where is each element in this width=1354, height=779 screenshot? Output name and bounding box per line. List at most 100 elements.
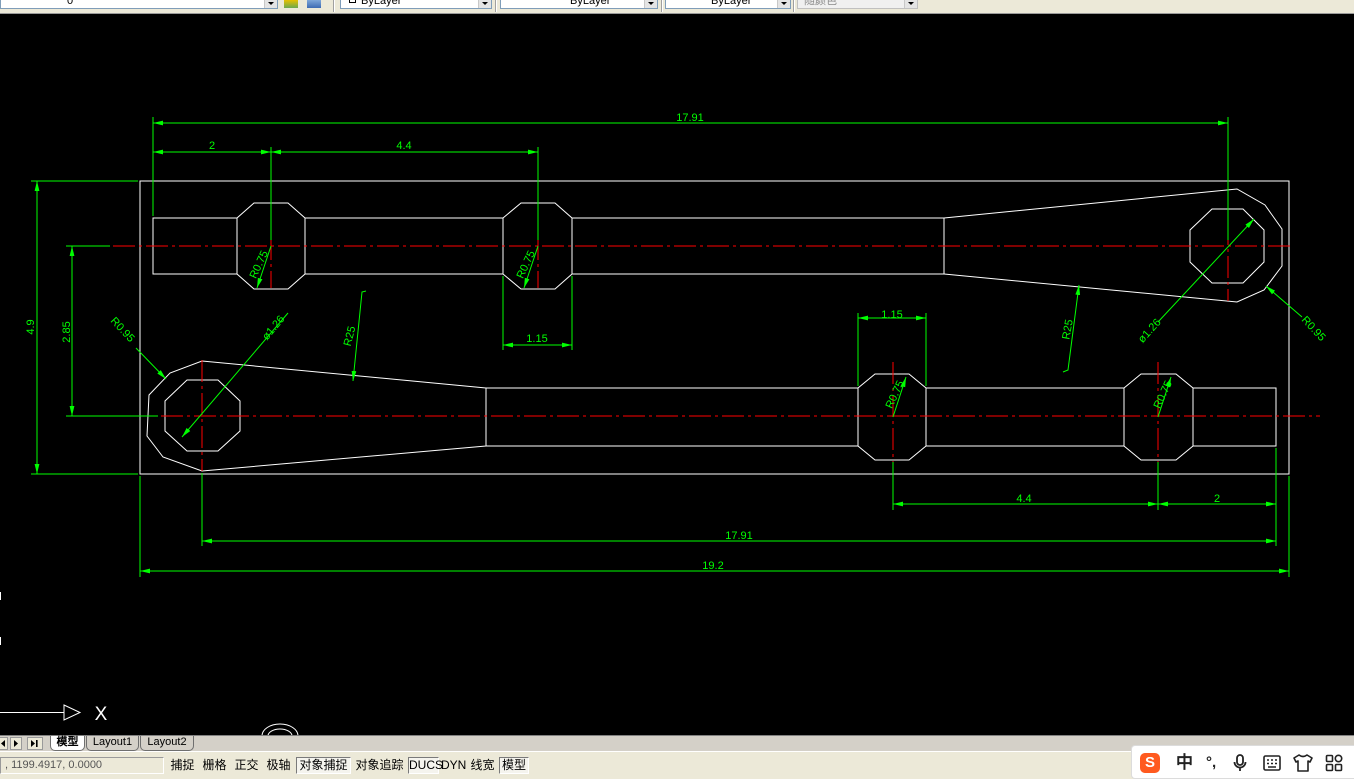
lower-rod-1[interactable]: [486, 387, 858, 447]
ucs-icon: X: [0, 592, 108, 725]
color-swatch: [349, 0, 356, 3]
grid-toggle[interactable]: 栅格: [202, 758, 227, 772]
lower-joint-1[interactable]: [857, 373, 927, 461]
model-space-toggle[interactable]: 模型: [499, 757, 529, 774]
lower-joint-2[interactable]: [1123, 373, 1194, 461]
dim-text-bottom-offset[interactable]: 2: [1214, 493, 1220, 505]
polar-toggle[interactable]: 极轴: [266, 758, 291, 772]
layer-states-icon[interactable]: [307, 0, 321, 8]
dim-text-right-taper-radius[interactable]: R25: [1060, 318, 1075, 340]
dim-text-lower-joint-width[interactable]: 1.15: [881, 309, 902, 321]
skin-shirt-icon[interactable]: [1292, 753, 1314, 773]
layout-tab-bar: 模型 Layout1 Layout2: [0, 735, 1354, 751]
snap-toggle[interactable]: 捕捉: [170, 758, 195, 772]
dim-text-left-outer-radius[interactable]: R0.95: [108, 315, 137, 345]
chevron-down-icon[interactable]: [644, 0, 657, 8]
part-geometry[interactable]: [139, 180, 1290, 475]
ducs-toggle[interactable]: DUCS: [408, 757, 444, 774]
leader-right-outer-radius: [1265, 285, 1303, 318]
dim-text-center-distance[interactable]: 2.85: [61, 321, 73, 342]
osnap-toggle[interactable]: 对象捕捉: [296, 757, 351, 774]
leader-right-taper-radius: [1062, 284, 1081, 373]
tab-model[interactable]: 模型: [50, 736, 85, 751]
dim-text-top-pitch[interactable]: 4.4: [396, 140, 411, 152]
dyn-toggle[interactable]: DYN: [441, 758, 467, 772]
tab-layout1[interactable]: Layout1: [86, 736, 139, 751]
leader-upper-joint-1-radius: [256, 245, 272, 289]
lower-rod-2[interactable]: [926, 387, 1124, 447]
partial-marker-icon: [261, 723, 299, 735]
dim-text-upper-joint-2-radius[interactable]: R0.75: [515, 249, 538, 281]
center-lines[interactable]: [113, 190, 1320, 471]
leader-left-outer-radius: [135, 347, 167, 380]
ortho-toggle[interactable]: 正交: [234, 758, 259, 772]
color-dropdown[interactable]: ByLayer: [340, 0, 492, 9]
ime-punctuation-mode[interactable]: °,: [1206, 754, 1217, 771]
otrack-toggle[interactable]: 对象追踪: [355, 758, 404, 772]
dim-text-lower-joint-1-radius[interactable]: R0.75: [884, 379, 907, 411]
layer-name: 0: [67, 0, 74, 7]
leader-lower-joint-1-radius: [892, 376, 907, 418]
linetype-dropdown[interactable]: ByLayer: [500, 0, 658, 9]
ime-toolbar: S 中 °,: [1131, 745, 1354, 779]
dim-text-top-offset[interactable]: 2: [209, 140, 215, 152]
layer-previous-icon[interactable]: [284, 0, 298, 8]
chevron-down-icon[interactable]: [264, 0, 277, 8]
color-value: ByLayer: [361, 0, 402, 7]
coordinate-readout[interactable]: , 1199.4917, 0.0000: [0, 757, 164, 774]
toolbar-divider: [661, 0, 663, 12]
drawing-svg[interactable]: 17.91 2 4.4 4.9 2.85 R0.95 ø1.26 R25 R0.…: [0, 14, 1354, 735]
toolbar-divider: [793, 0, 795, 12]
upper-rod-1[interactable]: [305, 217, 503, 275]
plotstyle-dropdown: 随颜色: [797, 0, 918, 9]
linetype-value: ByLayer: [570, 0, 611, 7]
dim-text-bottom-pitch[interactable]: 4.4: [1016, 493, 1031, 505]
leader-left-hole-diameter: [181, 312, 289, 438]
dim-text-top-overall[interactable]: 17.91: [676, 112, 704, 124]
toolbar-divider: [495, 0, 497, 12]
dimension-lines[interactable]: [31, 117, 1303, 577]
leader-upper-joint-2-radius: [523, 245, 539, 289]
drawing-canvas[interactable]: 17.91 2 4.4 4.9 2.85 R0.95 ø1.26 R25 R0.…: [0, 14, 1354, 735]
dim-text-overall-height[interactable]: 4.9: [25, 319, 37, 334]
right-hub-hole[interactable]: [1189, 208, 1265, 284]
extension-lines: [31, 117, 1290, 577]
prev-layout-icon: [1, 740, 5, 747]
prev-layout-button[interactable]: [0, 737, 8, 750]
ime-logo-icon[interactable]: S: [1140, 753, 1160, 773]
keyboard-icon[interactable]: [1262, 753, 1282, 773]
dim-text-right-hole-diameter[interactable]: ø1.26: [1136, 317, 1164, 346]
dim-text-bottom-overall[interactable]: 17.91: [725, 530, 753, 542]
leader-left-taper-radius: [351, 290, 367, 382]
chevron-down-icon[interactable]: [777, 0, 790, 8]
tab-layout2[interactable]: Layout2: [140, 736, 194, 751]
plotstyle-value: 随颜色: [804, 0, 837, 7]
dim-text-upper-joint-1-radius[interactable]: R0.75: [248, 249, 271, 281]
lineweight-dropdown[interactable]: ByLayer: [665, 0, 791, 9]
microphone-icon[interactable]: [1232, 753, 1248, 773]
dim-text-lower-joint-2-radius[interactable]: R0.75: [1152, 379, 1175, 411]
leader-lower-joint-2-radius: [1157, 376, 1172, 418]
dim-text-left-hole-diameter[interactable]: ø1.26: [260, 313, 287, 342]
toolbox-grid-icon[interactable]: [1324, 753, 1344, 773]
last-layout-icon: [31, 740, 38, 747]
properties-toolbar: 0 ByLayer ByLayer ByLayer 随颜色: [0, 0, 1354, 14]
ime-language-mode[interactable]: 中: [1176, 753, 1193, 772]
dim-text-left-taper-radius[interactable]: R25: [342, 325, 359, 347]
last-layout-button[interactable]: [27, 737, 43, 750]
upper-joint-2[interactable]: [502, 202, 573, 290]
upper-taper-hub[interactable]: [943, 188, 1283, 303]
dim-text-overall-width[interactable]: 19.2: [702, 560, 723, 572]
next-layout-button[interactable]: [10, 737, 22, 750]
leader-right-hole-diameter: [1157, 218, 1255, 323]
layer-dropdown[interactable]: 0: [0, 0, 278, 9]
toolbar-divider: [333, 0, 335, 12]
chevron-down-icon[interactable]: [478, 0, 491, 8]
upper-joint-1[interactable]: [236, 202, 306, 290]
lower-link-right-end[interactable]: [1193, 387, 1277, 447]
lineweight-toggle[interactable]: 线宽: [470, 758, 495, 772]
stock-outline[interactable]: [139, 180, 1290, 475]
dim-text-right-outer-radius[interactable]: R0.95: [1299, 314, 1328, 344]
dim-text-upper-joint-width[interactable]: 1.15: [526, 333, 547, 345]
chevron-down-icon: [904, 0, 917, 8]
